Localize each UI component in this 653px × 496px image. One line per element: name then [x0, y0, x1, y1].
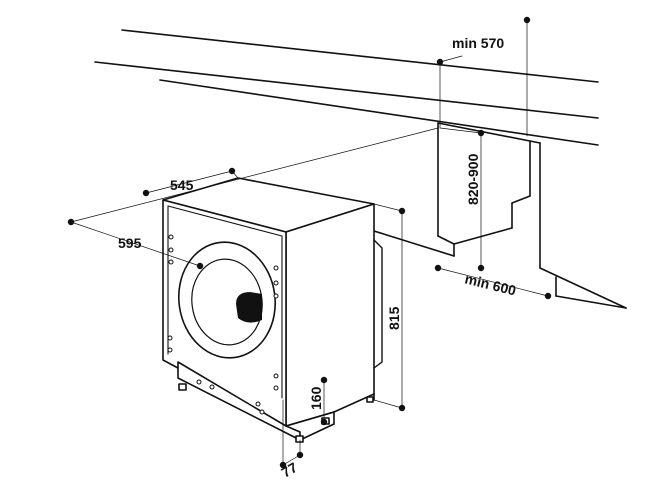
label-820-900: 820-900	[465, 153, 481, 205]
label-min-570: min 570	[452, 35, 504, 51]
dimension-dots	[67, 16, 552, 469]
label-815: 815	[386, 306, 402, 330]
label-min-600: min 600	[463, 270, 518, 298]
label-595: 595	[118, 235, 142, 251]
dimension-lines	[70, 19, 549, 466]
label-77: 77	[279, 459, 301, 481]
machine-side	[285, 203, 375, 427]
washing-machine	[162, 177, 383, 443]
machine-foot	[178, 383, 187, 391]
label-545: 545	[170, 177, 194, 193]
machine-door-outer	[177, 241, 277, 359]
countertop-outline	[94, 29, 627, 309]
machine-foot	[295, 435, 304, 443]
door-handle	[236, 292, 262, 323]
machine-foot	[366, 396, 374, 403]
machine-screws	[167, 234, 279, 415]
label-160: 160	[308, 386, 324, 410]
